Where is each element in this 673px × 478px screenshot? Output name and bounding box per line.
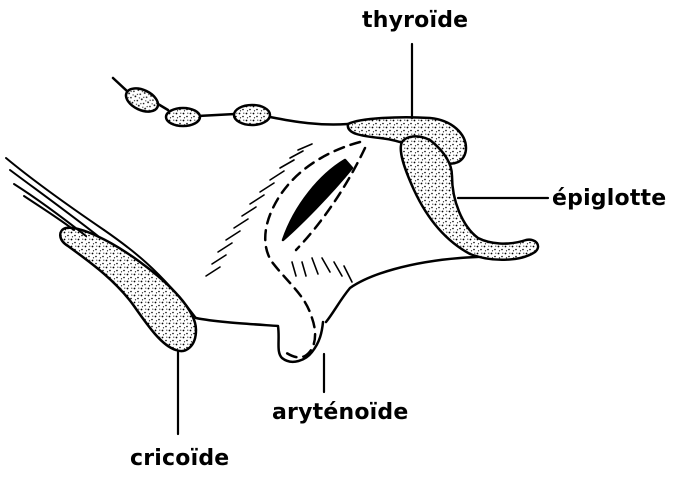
wall-hatching (206, 144, 352, 282)
label-arytenoide: aryténoïde (272, 400, 408, 425)
label-cricoide: cricoïde (130, 446, 229, 471)
cricoid-cartilage (60, 228, 196, 351)
ventricle-slit (283, 160, 352, 240)
label-epiglotte: épiglotte (552, 186, 666, 211)
label-thyroide: thyroïde (362, 8, 468, 33)
nodule-chain (113, 78, 348, 126)
